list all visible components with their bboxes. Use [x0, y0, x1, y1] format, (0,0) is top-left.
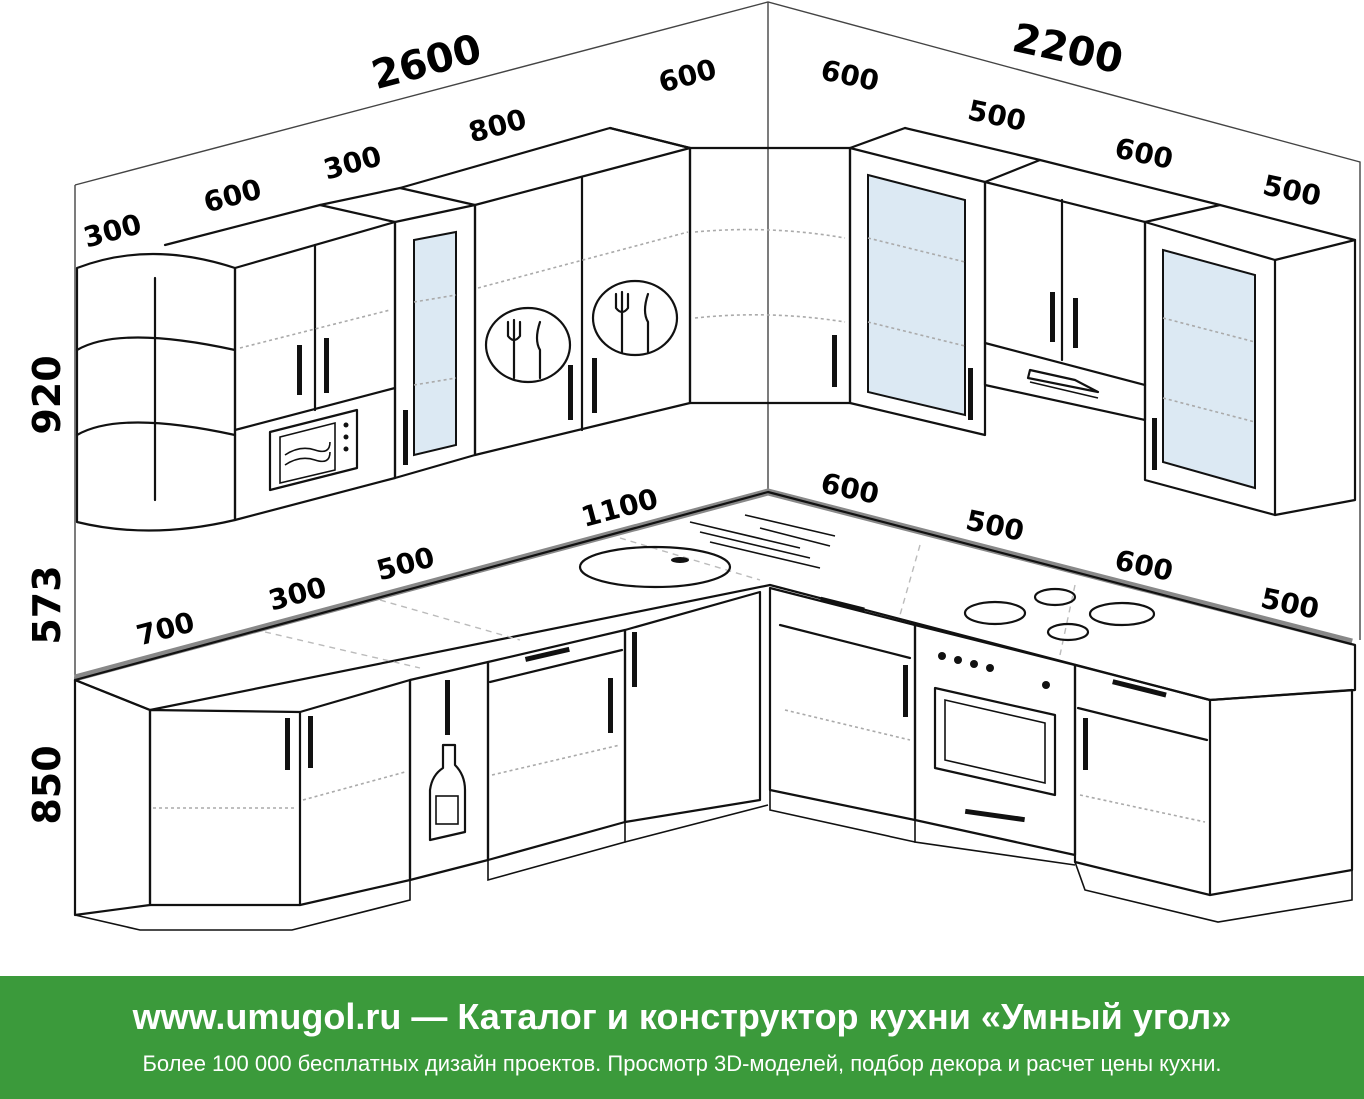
dim-height-gap: 573 — [25, 565, 69, 644]
dim-height-upper: 920 — [25, 355, 69, 434]
dim-upper-right-2: 500 — [965, 93, 1029, 137]
range-hood-icon — [1026, 368, 1100, 399]
sink-icon — [578, 514, 836, 589]
lower-sink-cabinet — [623, 590, 769, 843]
upper-corner-shelf — [75, 252, 237, 532]
banner-subtitle: Более 100 000 бесплатных дизайн проектов… — [142, 1051, 1222, 1076]
upper-glass-cabinet — [848, 126, 1042, 437]
dim-top-left-total: 2600 — [367, 26, 486, 99]
kitchen-drawing: 2600 2200 300 600 300 800 600 600 500 60… — [25, 1, 1361, 931]
oven-icon — [933, 652, 1057, 823]
dim-top-right-total: 2200 — [1008, 15, 1126, 83]
lower-end-cabinet — [1073, 663, 1354, 923]
lower-bottle-cabinet — [408, 660, 490, 882]
dim-upper-left-4: 800 — [465, 102, 530, 149]
dim-upper-left-3: 300 — [320, 139, 385, 186]
upper-corner-cabinet — [608, 126, 907, 405]
upper-cabinet-microwave — [163, 203, 397, 522]
promo-banner: www.umugol.ru — Каталог и конструктор ку… — [0, 976, 1364, 1099]
lower-corner-cabinet — [73, 678, 412, 931]
plate-cutlery-icon — [591, 279, 679, 357]
microwave-icon — [268, 408, 359, 492]
kitchen-diagram: 2600 2200 300 600 300 800 600 600 500 60… — [25, 1, 1361, 931]
bottle-icon — [428, 743, 467, 842]
dim-upper-right-4: 500 — [1260, 168, 1324, 212]
plate-cutlery-icon — [484, 306, 572, 384]
cooktop-icon — [963, 587, 1156, 642]
lower-right-corner-cabinet — [768, 586, 917, 843]
dim-upper-left-2: 600 — [200, 172, 265, 219]
lower-drawer-cabinet — [486, 628, 627, 882]
dimension-labels: 2600 2200 300 600 300 800 600 600 500 60… — [25, 15, 1324, 824]
lower-oven-cabinet — [913, 623, 1077, 866]
upper-glass-cabinet-narrow — [318, 186, 477, 480]
countertop — [73, 490, 1357, 712]
dim-upper-left-5: 600 — [655, 52, 720, 99]
upper-glass-cabinet-end — [1143, 203, 1357, 517]
banner-title[interactable]: www.umugol.ru — Каталог и конструктор ку… — [132, 996, 1232, 1037]
dim-upper-right-1: 600 — [818, 53, 882, 97]
dim-upper-left-1: 300 — [80, 207, 145, 254]
walls — [74, 1, 1361, 680]
dim-upper-right-3: 600 — [1112, 131, 1176, 175]
dim-height-lower: 850 — [25, 745, 69, 824]
